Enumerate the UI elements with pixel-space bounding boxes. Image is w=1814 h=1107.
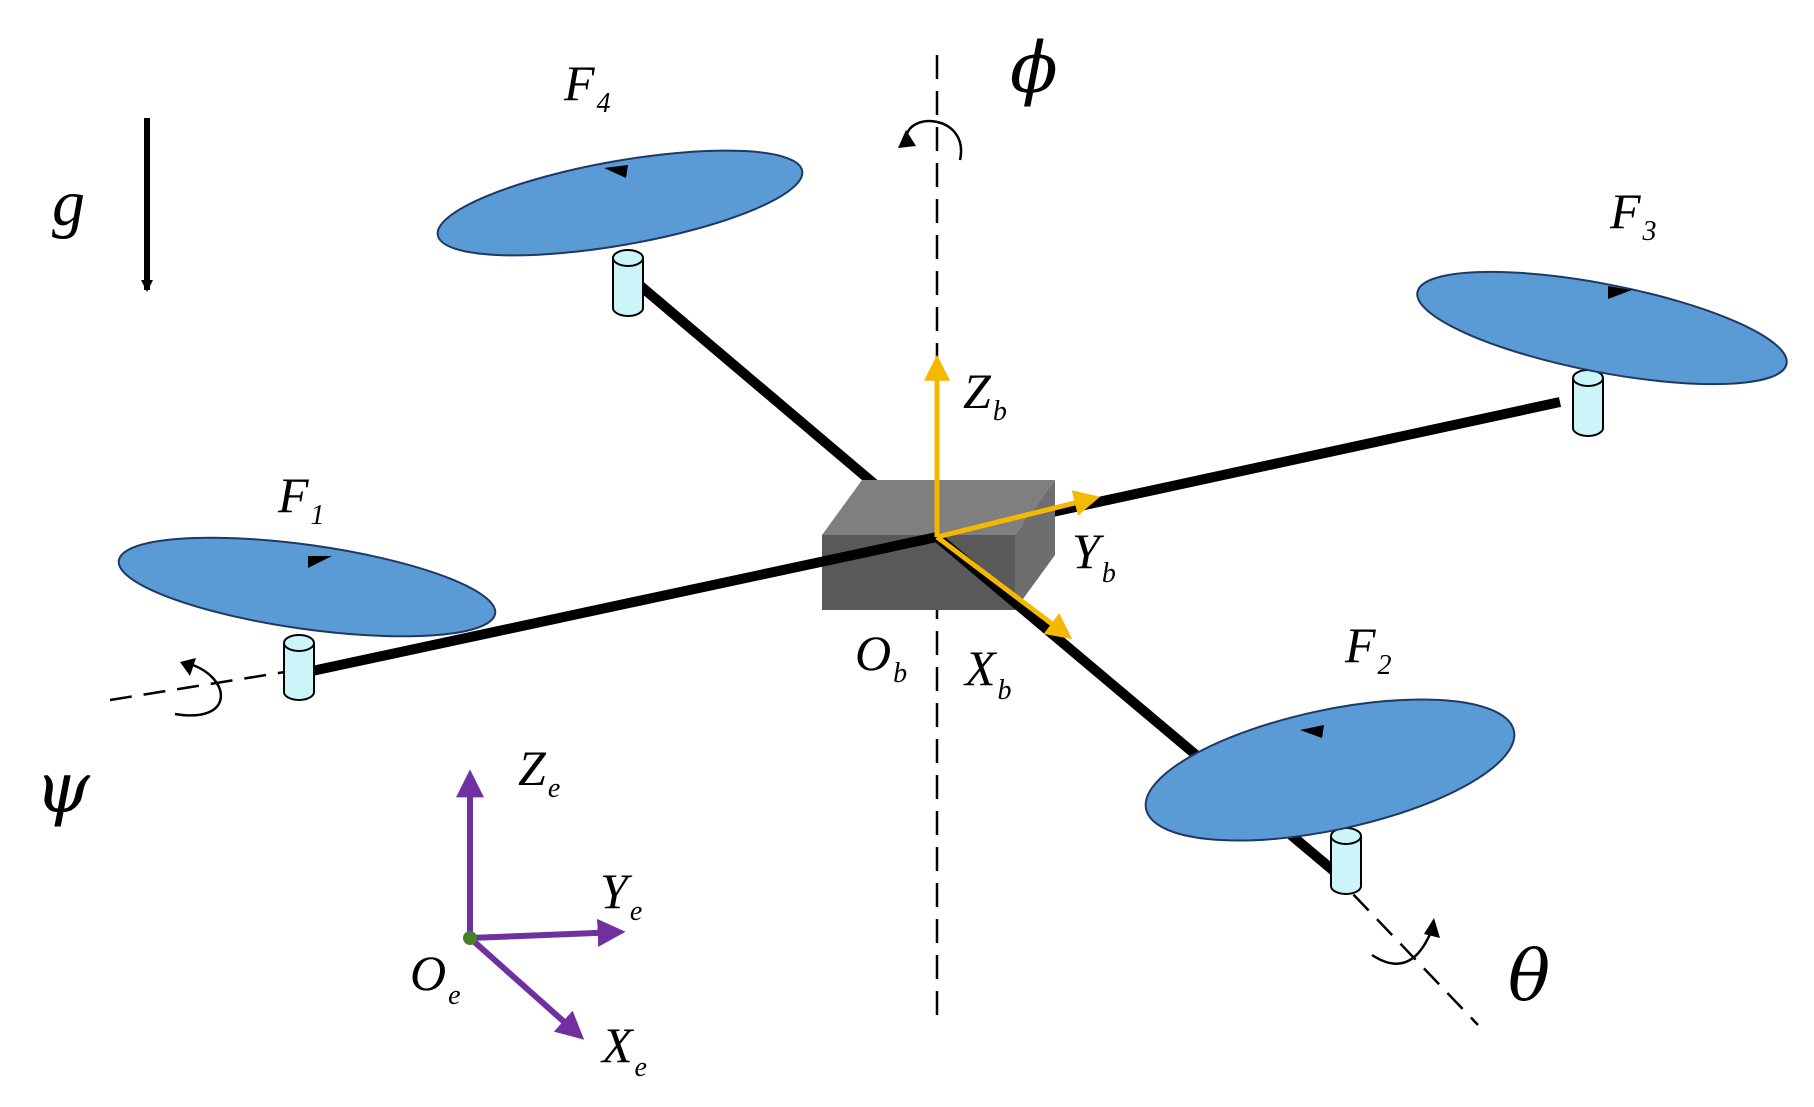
rotor-1-direction-arrowhead <box>308 556 332 568</box>
body-y-axis <box>936 490 1101 540</box>
rotor-disc-2 <box>1144 698 1516 842</box>
earth-x-label: Xe <box>600 1017 647 1083</box>
body-origin-label: Ob <box>855 625 907 689</box>
pitch-axis-line <box>1329 869 1479 1026</box>
earth-y-axis <box>469 918 626 947</box>
rotor-3-direction-arrowhead <box>1608 286 1632 299</box>
motor-4 <box>612 249 644 317</box>
roll-rotation-arrow <box>174 662 223 717</box>
yaw-rotation-arrow <box>904 119 963 161</box>
earth-z-label: Ze <box>518 740 560 804</box>
roll-axis-line <box>109 666 311 702</box>
roll-rotation-arrowhead <box>180 658 196 676</box>
body-x-label: Xb <box>963 640 1012 706</box>
body-x-axis <box>935 535 1073 640</box>
earth-origin-label: Oe <box>410 945 461 1011</box>
roll-label: ψ <box>35 747 91 829</box>
force-label-4: F4 <box>563 55 611 119</box>
motor-1 <box>283 634 315 701</box>
motor-2 <box>1330 827 1362 895</box>
pitch-label: θ <box>1508 935 1550 1017</box>
yaw-rotation-arrowhead <box>898 130 916 148</box>
pitch-rotation-arrowhead <box>1424 918 1440 938</box>
body-z-label: Zb <box>963 363 1007 427</box>
yaw-label: ϕ <box>1010 27 1058 109</box>
earth-origin-dot <box>463 931 477 945</box>
rotor-disc-4 <box>436 149 804 257</box>
pitch-rotation-arrow <box>1371 929 1434 965</box>
force-label-2: F2 <box>1344 617 1392 681</box>
rotor-4-direction-arrowhead <box>604 165 628 178</box>
earth-y-label: Ye <box>600 863 642 927</box>
body-y-label: Yb <box>1072 523 1116 589</box>
rotor-2-direction-arrowhead <box>1300 725 1324 738</box>
rotor-disc-3 <box>1416 270 1788 386</box>
motor-3 <box>1572 369 1604 437</box>
arm-rotor-1 <box>310 532 939 676</box>
rotor-disc-1 <box>117 536 497 638</box>
earth-x-axis <box>468 935 585 1040</box>
force-label-3: F3 <box>1609 183 1657 247</box>
force-label-1: F1 <box>277 467 325 531</box>
gravity-label: g <box>52 167 85 240</box>
